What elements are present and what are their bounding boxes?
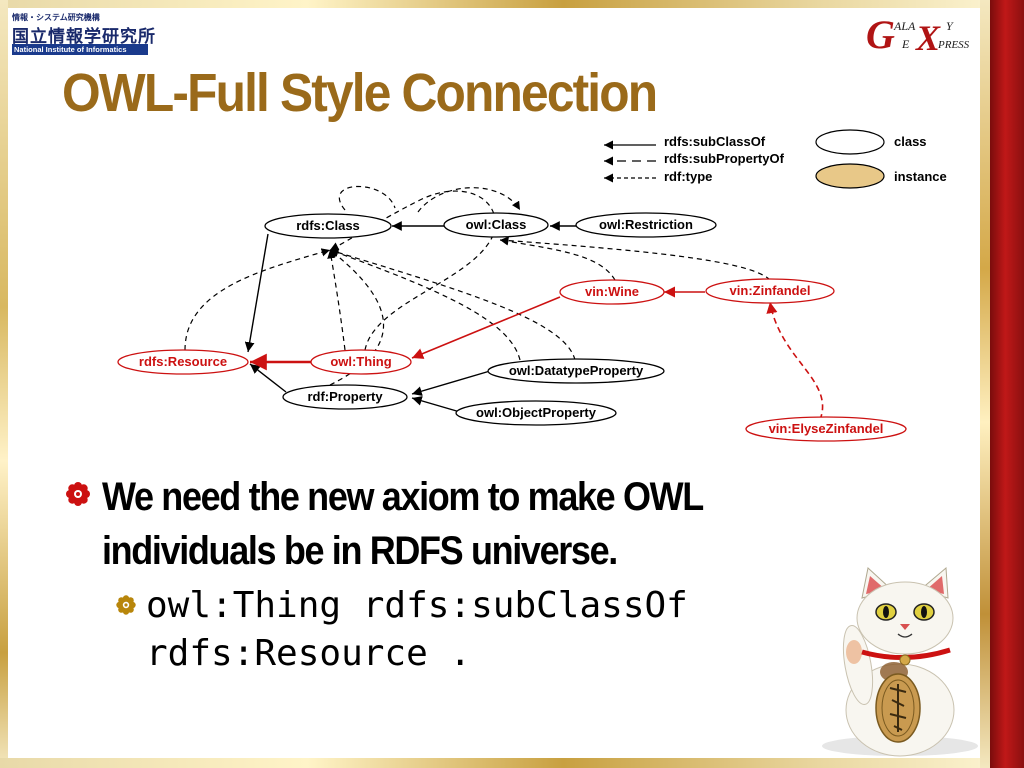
frame-red-right (990, 0, 1024, 768)
gx-letter-y: Y (946, 19, 954, 33)
node-vin-wine (559, 279, 665, 305)
gx-letter-press: PRESS (937, 39, 970, 51)
node-owl-thing (310, 349, 412, 375)
frame-gold-right (980, 0, 990, 768)
legend-subproperty-label: rdfs:subPropertyOf (664, 151, 785, 166)
edge-elyse-type-zinfandel (766, 301, 824, 421)
cat-koban-characters (889, 684, 907, 732)
node-owl-class (443, 212, 549, 238)
edge-property-type-class (329, 249, 385, 386)
gx-letter-ala: ALA (893, 19, 916, 33)
node-vin-elyse-zinfandel-label: vin:ElyseZinfandel (769, 421, 884, 436)
legend-instance-swatch (815, 163, 885, 189)
bullet-text: We need the new axiom to make OWL indivi… (102, 475, 704, 573)
edge-class-self-type (338, 185, 396, 211)
frame-bottom (0, 758, 1024, 768)
edge-zinfandel-type-owlclass (499, 236, 771, 281)
node-rdfs-resource (117, 349, 249, 375)
node-rdf-property-label: rdf:Property (307, 389, 383, 404)
cat-head (856, 581, 954, 655)
edge-property-subclass-resource (249, 363, 287, 393)
node-owl-object-property (455, 400, 617, 426)
frame-left (0, 0, 8, 768)
cat-nose (900, 624, 910, 630)
nii-english-name: National Institute of Informatics (12, 44, 148, 55)
legend-type-label: rdf:type (664, 169, 712, 184)
node-owl-restriction-label: owl:Restriction (599, 217, 693, 232)
node-vin-zinfandel (705, 278, 835, 304)
edge-class-subclass-resource (244, 233, 269, 353)
edge-owlclass-self-type (417, 187, 521, 213)
galaxy-express-logo: G ALA X Y E PRESS (866, 12, 970, 58)
frame-top (0, 0, 1024, 8)
maneki-neko-cat (822, 566, 978, 757)
cat-koban-rim (881, 679, 915, 737)
sun-bullet-icon (116, 595, 136, 615)
cat-bell (899, 654, 911, 666)
node-owl-datatype-property-label: owl:DatatypeProperty (509, 363, 644, 378)
edge-objectprop-type-class (329, 248, 576, 361)
node-vin-zinfandel-label: vin:Zinfandel (730, 283, 811, 298)
gx-letter-x: X (915, 18, 941, 58)
gx-letter-g: G (866, 12, 895, 57)
slide-title: OWL-Full Style Connection (62, 63, 658, 123)
nii-logo: 情報・システム研究機構 国立情報学研究所 National Institute … (12, 12, 155, 56)
node-rdfs-class-label: rdfs:Class (296, 218, 360, 233)
edge-datatype-type-class (329, 248, 521, 361)
node-vin-wine-label: vin:Wine (585, 284, 639, 299)
cat-paw-spot (846, 640, 862, 664)
owl-diagram: rdfs:subClassOf rdfs:subPropertyOf rdf:t… (117, 129, 947, 442)
node-rdfs-class (264, 213, 392, 239)
node-owl-datatype-property (487, 358, 665, 384)
edge-datatype-subclass-property (411, 370, 491, 396)
legend-class-swatch (815, 129, 885, 155)
nii-org-name: 情報・システム研究機構 (12, 13, 100, 22)
gx-letter-e: E (901, 37, 910, 51)
node-vin-elyse-zinfandel (745, 416, 907, 442)
edge-resource-type-class (184, 248, 331, 351)
legend-class-label: class (894, 134, 927, 149)
cat-mouth (897, 633, 913, 638)
node-owl-class-label: owl:Class (466, 217, 527, 232)
node-owl-restriction (575, 212, 717, 238)
sub-bullet-text: owl:Thing rdfs:subClassOf rdfs:Resource … (146, 585, 688, 674)
node-rdfs-resource-label: rdfs:Resource (139, 354, 227, 369)
edge-wine-type-owlclass (499, 237, 616, 281)
edge-wine-subclass-thing (411, 296, 561, 359)
edge-thing-type-class (327, 249, 346, 351)
legend-instance-label: instance (894, 169, 947, 184)
node-owl-thing-label: owl:Thing (330, 354, 391, 369)
nii-kanji-name: 国立情報学研究所 (12, 27, 156, 46)
flower-bullet-icon (66, 482, 90, 506)
node-rdf-property (282, 384, 408, 410)
legend-subclass-label: rdfs:subClassOf (664, 134, 766, 149)
node-owl-object-property-label: owl:ObjectProperty (476, 405, 597, 420)
edge-objectprop-subclass-property (411, 396, 461, 413)
